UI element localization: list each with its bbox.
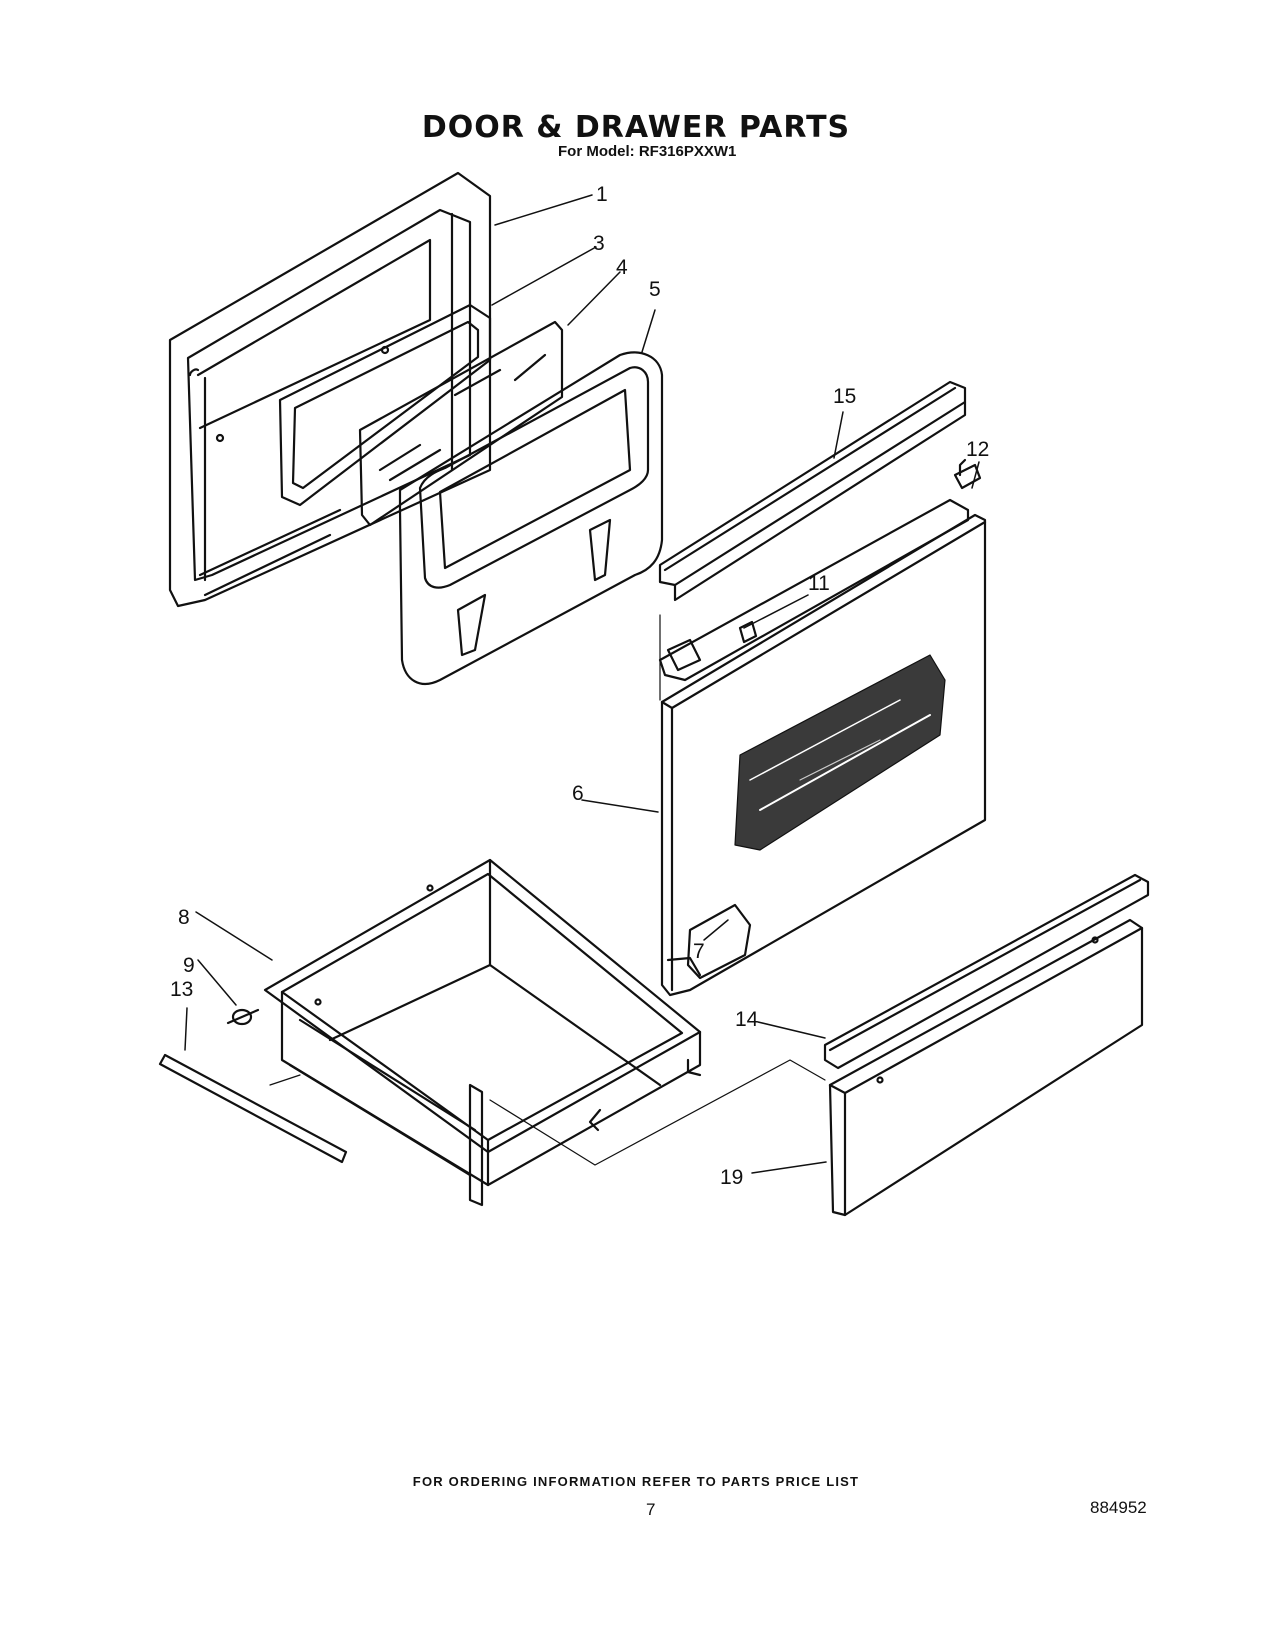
- callout-9: 9: [183, 954, 195, 977]
- vent-bracket: [953, 458, 982, 490]
- callout-8: 8: [178, 906, 190, 929]
- callout-3: 3: [593, 232, 605, 255]
- callout-4: 4: [616, 256, 628, 279]
- leader-lines: [184, 194, 980, 1174]
- drawer-box: [263, 858, 702, 1207]
- ordering-note: FOR ORDERING INFORMATION REFER TO PARTS …: [412, 1474, 860, 1489]
- door-gasket: [278, 303, 492, 507]
- callout-15: 15: [833, 385, 856, 408]
- page-title: DOOR & DRAWER PARTS: [421, 110, 851, 145]
- callout-14: 14: [735, 1008, 759, 1031]
- callout-labels: 1 3 4 5 15 12 11 6 7 8 9 13 14 19: [170, 183, 989, 1189]
- callout-13: 13: [170, 978, 193, 1001]
- door-glass-panel: [358, 320, 564, 527]
- door-window-shading: [734, 654, 946, 851]
- callout-7: 7: [693, 940, 705, 963]
- drawer-trim-strip: [823, 873, 1150, 1070]
- drawer-rail: [158, 1053, 348, 1164]
- door-outer-panel: [660, 513, 987, 997]
- drawer-front-panel: [828, 918, 1144, 1217]
- assembly-guide-lines: [269, 614, 826, 1166]
- callout-1: 1: [596, 183, 608, 206]
- hinge-detail: [686, 903, 752, 980]
- callout-6: 6: [572, 782, 584, 805]
- page-number: 7: [646, 1500, 656, 1519]
- door-inner-panel: [398, 351, 664, 686]
- callout-19: 19: [720, 1166, 743, 1189]
- callout-11: 11: [808, 572, 830, 595]
- document-number: 884952: [1090, 1498, 1147, 1517]
- callout-12: 12: [966, 438, 989, 461]
- door-top-trim: [658, 380, 967, 602]
- drawer-glide-screw: [226, 1008, 260, 1026]
- callout-5: 5: [649, 278, 661, 301]
- model-subtitle: For Model: RF316PXXW1: [558, 143, 737, 160]
